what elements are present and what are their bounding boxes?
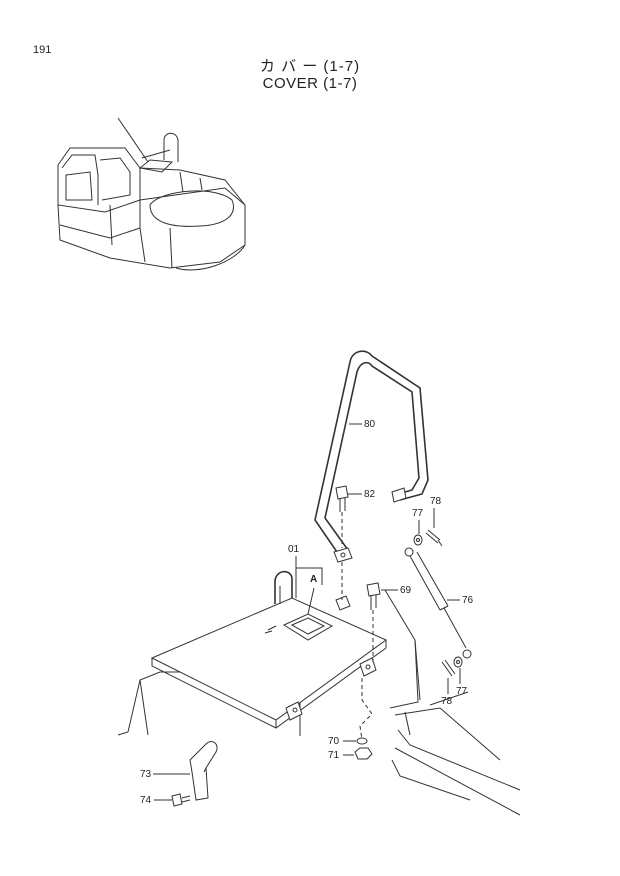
callout-73: 73 [140,769,152,780]
bolt-74 [171,793,191,807]
callout-78-upper: 78 [430,496,442,507]
callout-69: 69 [400,585,412,596]
bolt-69 [366,582,381,662]
handrail [314,350,429,563]
page-title-japanese: カ バ ー (1-7) [259,58,361,75]
detail-marker-a: A [310,574,317,585]
callout-80: 80 [364,419,376,430]
callout-78-lower: 78 [441,696,453,707]
callout-01: 01 [288,544,300,555]
cover-panel [150,570,387,729]
callout-76: 76 [462,595,474,606]
bolt-82 [335,485,349,600]
machine-overview-illustration [57,117,246,271]
washer-pin-upper [413,529,443,547]
bracket-73 [189,741,218,801]
washer-pin-lower [441,656,463,677]
leader-lines [153,423,461,801]
callout-70: 70 [328,736,340,747]
callout-71: 71 [328,750,340,761]
callout-82: 82 [364,489,376,500]
gas-spring [404,547,472,659]
callout-74: 74 [140,795,152,806]
machine-frame [117,589,521,816]
washer-nut [354,678,373,760]
page-title-english: COVER (1-7) [262,75,358,92]
callout-77-lower: 77 [456,686,468,697]
page-number: 191 [33,44,52,56]
callout-77-upper: 77 [412,508,424,519]
